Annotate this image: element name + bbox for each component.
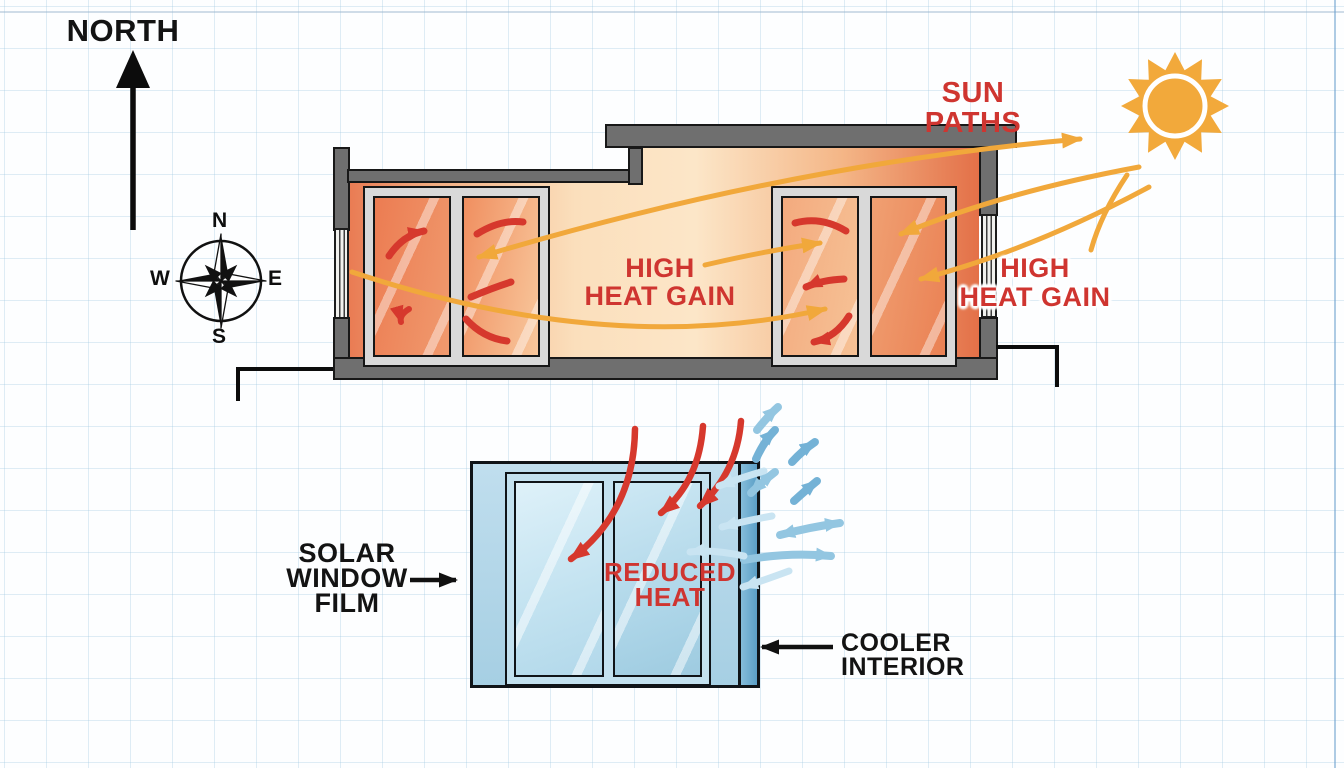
reduced-heat-label: REDUCED HEAT [600, 557, 740, 612]
film-window-pane [514, 481, 604, 677]
label-line: FILM [314, 588, 380, 618]
label-line: INTERIOR [841, 653, 965, 681]
label-line: WINDOW [286, 563, 408, 593]
north-label: NORTH [66, 13, 180, 48]
window-pane [462, 196, 540, 357]
label-line: HIGH [625, 253, 695, 283]
label-line: COOLER [841, 629, 951, 657]
film-window-mullion [603, 481, 613, 677]
sun-icon [1121, 52, 1229, 160]
window-pane [781, 196, 859, 357]
page-top-rule [0, 11, 1344, 13]
window-pane [373, 196, 451, 357]
west-window-symbol [334, 228, 349, 320]
compass-north-letter: N [212, 209, 228, 232]
compass-rose-icon [175, 233, 267, 329]
solar-film-strip [738, 461, 760, 688]
window-mullion [858, 196, 870, 357]
high-heat-gain-center-label: HIGH HEAT GAIN [580, 254, 740, 310]
page-right-rule [1334, 0, 1336, 768]
east-window-unit [771, 186, 957, 367]
east-wall-upper [979, 147, 998, 216]
west-window-unit [363, 186, 550, 367]
west-wall-upper [333, 147, 350, 231]
window-pane [869, 196, 947, 357]
sun-paths-label: SUN PATHS [924, 77, 1022, 139]
north-wall-step [628, 147, 643, 185]
label-line: SOLAR [298, 538, 396, 568]
window-mullion [451, 196, 462, 357]
label-line: REDUCED [603, 557, 737, 587]
compass-west-letter: W [150, 267, 170, 290]
label-line: HIGH [1000, 253, 1070, 283]
high-heat-gain-east-label: HIGH HEAT GAIN [950, 254, 1120, 312]
label-line: HEAT [634, 582, 706, 612]
cooler-interior-label: COOLER INTERIOR [841, 629, 1001, 681]
label-line: HEAT GAIN [584, 281, 736, 311]
north-wall-low [347, 169, 643, 183]
compass-east-letter: E [268, 267, 283, 290]
label-line: HEAT GAIN [959, 282, 1111, 312]
compass-south-letter: S [212, 325, 227, 348]
solar-window-film-label: SOLAR WINDOW FILM [282, 538, 412, 618]
north-arrow-icon [116, 50, 150, 230]
